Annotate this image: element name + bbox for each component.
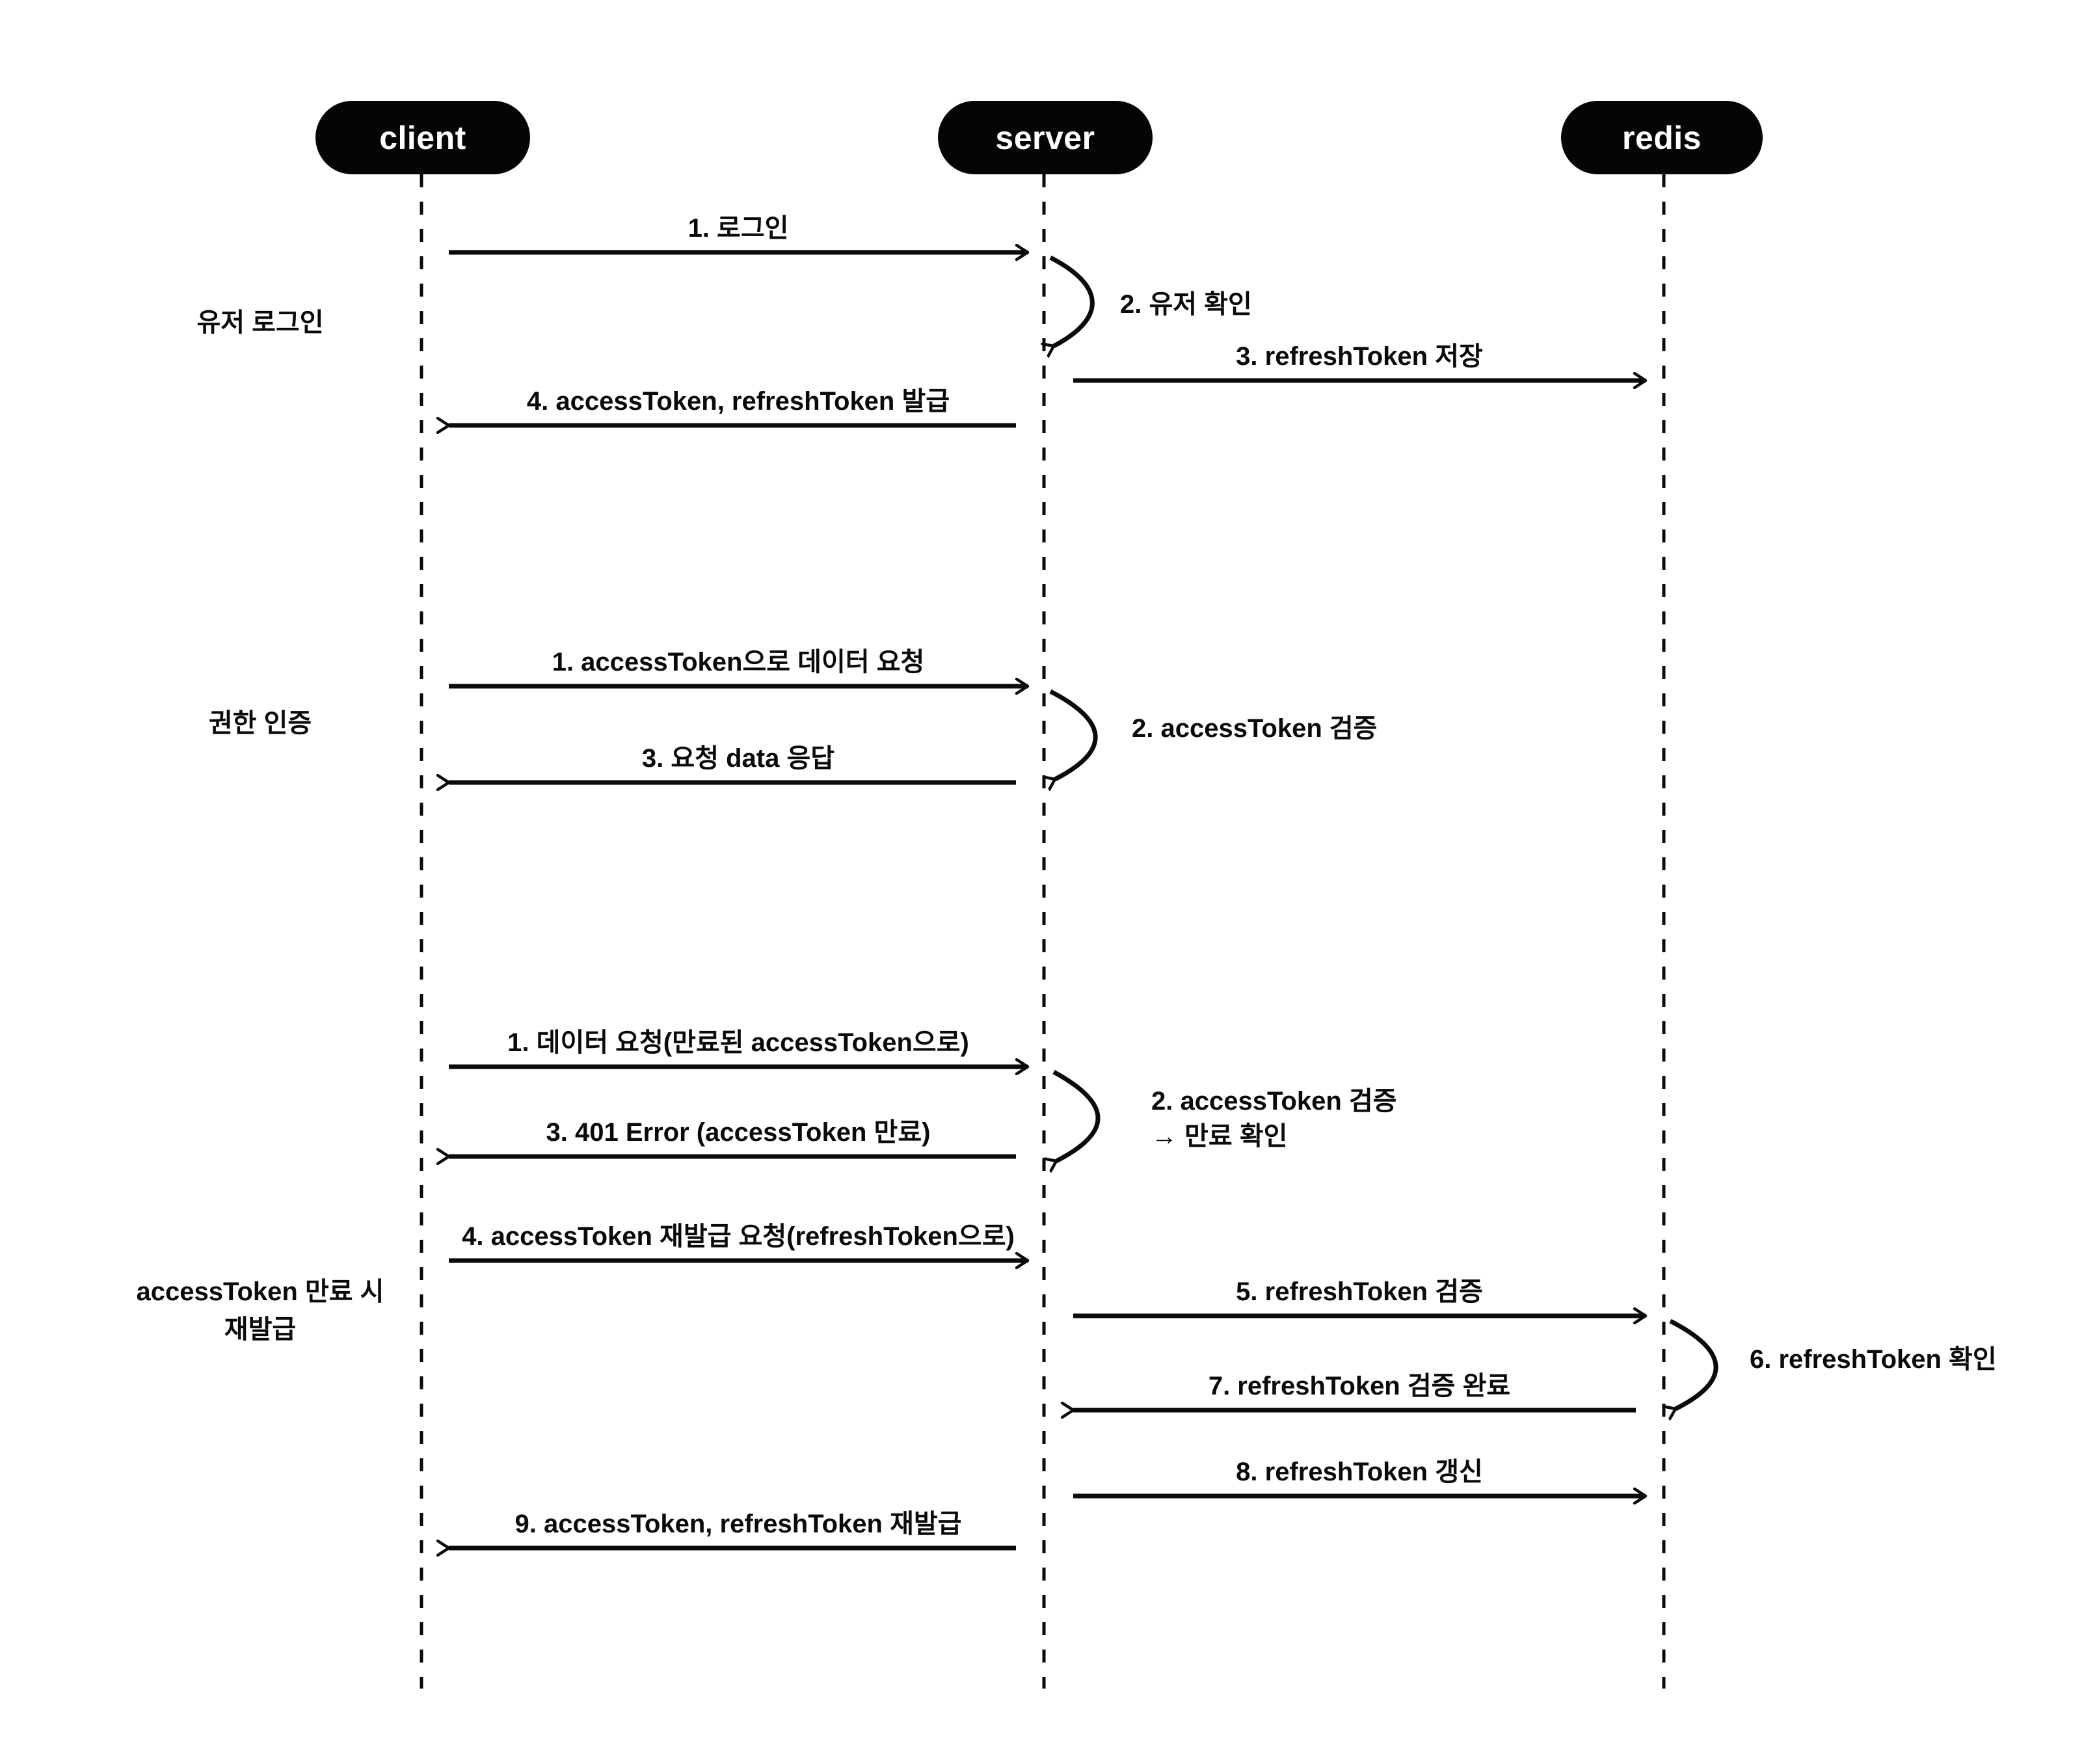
message-label-4-issue-tokens: 4. accessToken, refreshToken 발급 <box>526 387 950 416</box>
message-label-14-verify-complete: 7. refreshToken 검증 완료 <box>1208 1372 1511 1400</box>
section-label-login: 유저 로그인 <box>196 308 324 337</box>
section-label-reissue: accessToken 만료 시 재발급 <box>136 1277 384 1344</box>
message-label-13-check-refresh-token: 6. refreshToken 확인 <box>1750 1345 1997 1374</box>
message-label-9-verify-expired: 2. accessToken 검증 → 만료 확인 <box>1151 1087 1397 1151</box>
message-label-10-401-error: 3. 401 Error (accessToken 만료) <box>546 1118 931 1147</box>
message-label-16-reissue-tokens: 9. accessToken, refreshToken 재발급 <box>514 1510 962 1538</box>
actor-server-label: server <box>995 119 1095 156</box>
actor-client[interactable]: client <box>315 101 530 174</box>
message-label-5-request-with-access-token: 1. accessToken으로 데이터 요청 <box>552 648 925 676</box>
actor-server[interactable]: server <box>938 101 1153 174</box>
message-label-2-verify-user: 2. 유저 확인 <box>1120 290 1252 319</box>
message-lines-group <box>449 252 1718 1548</box>
actor-redis-label: redis <box>1622 119 1702 156</box>
self-loop-6-verify-access-token <box>1050 689 1098 779</box>
message-label-11-reissue-request: 4. accessToken 재발급 요청(refreshToken으로) <box>462 1222 1015 1251</box>
actor-redis[interactable]: redis <box>1561 101 1763 174</box>
section-label-authz: 권한 인증 <box>208 709 312 738</box>
message-label-15-renew-refresh-token: 8. refreshToken 갱신 <box>1236 1458 1483 1486</box>
message-label-3-store-refresh-token: 3. refreshToken 저장 <box>1236 342 1483 371</box>
self-loop-2-verify-user <box>1050 255 1095 346</box>
message-label-7-data-response: 3. 요청 data 응답 <box>641 744 835 773</box>
message-label-8-request-expired-token: 1. 데이터 요청(만료된 accessToken으로) <box>507 1028 969 1057</box>
self-loop-9-verify-expired <box>1054 1069 1101 1161</box>
message-label-12-verify-refresh-token: 5. refreshToken 검증 <box>1236 1277 1483 1306</box>
message-label-1-login: 1. 로그인 <box>688 214 789 243</box>
lifelines-group <box>420 174 1666 1689</box>
message-label-6-verify-access-token: 2. accessToken 검증 <box>1132 714 1378 743</box>
actor-client-label: client <box>379 119 466 156</box>
self-loop-13-check-refresh-token <box>1670 1318 1718 1409</box>
